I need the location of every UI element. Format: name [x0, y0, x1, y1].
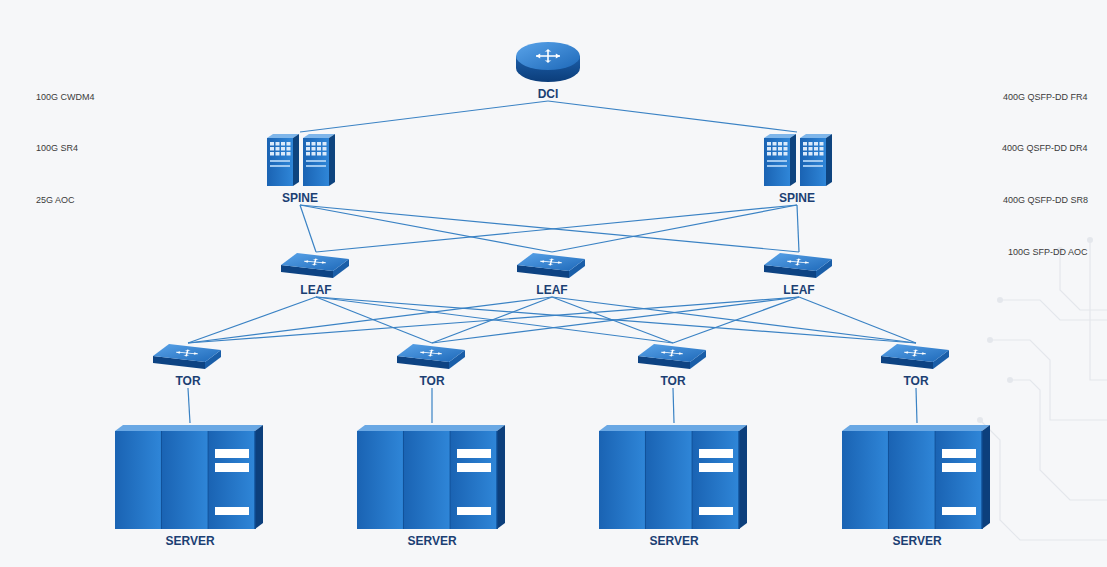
switch-icon [397, 343, 467, 371]
server-rack-icon [842, 423, 992, 531]
switch-icon [764, 252, 834, 280]
node-label: SERVER [407, 534, 456, 548]
network-link [188, 388, 190, 423]
network-link [548, 101, 797, 132]
network-link [300, 101, 548, 132]
node-label: SERVER [649, 534, 698, 548]
leaf-switch: LEAF [281, 252, 351, 297]
leaf-switch: LEAF [764, 252, 834, 297]
node-label: SPINE [282, 191, 318, 205]
node-label: SERVER [892, 534, 941, 548]
node-label: DCI [538, 87, 559, 101]
tor-switch: TOR [397, 343, 467, 388]
server-rack-icon [115, 423, 265, 531]
network-link [552, 297, 916, 343]
network-link [300, 205, 316, 252]
node-label: SPINE [779, 191, 815, 205]
tor-switch: TOR [638, 343, 708, 388]
network-link [188, 297, 316, 343]
server-rack-icon [357, 423, 507, 531]
module-type-label: 400G QSFP-DD SR8 [1003, 195, 1088, 206]
module-type-label: 25G AOC [36, 195, 75, 206]
server-rack-icon [599, 423, 749, 531]
switch-icon [517, 252, 587, 280]
network-link [552, 205, 797, 252]
node-label: TOR [419, 374, 444, 388]
server-rack: SERVER [357, 423, 507, 548]
leaf-switch: LEAF [517, 252, 587, 297]
switch-icon [881, 343, 951, 371]
module-type-label: 100G SFP-DD AOC [1008, 247, 1088, 258]
spine-switch: SPINE [265, 132, 335, 205]
network-link [316, 297, 916, 343]
network-link [797, 205, 799, 252]
network-link [316, 205, 797, 252]
node-label: TOR [175, 374, 200, 388]
node-label: TOR [903, 374, 928, 388]
node-label: LEAF [783, 283, 814, 297]
network-link [799, 297, 916, 343]
spine-switch: SPINE [762, 132, 832, 205]
spine-switch-icon [265, 132, 335, 188]
router-icon [514, 40, 582, 84]
network-link [916, 388, 917, 423]
switch-icon [281, 252, 351, 280]
node-label: TOR [660, 374, 685, 388]
network-link [188, 297, 799, 343]
server-rack: SERVER [115, 423, 265, 548]
tor-switch: TOR [153, 343, 223, 388]
module-type-label: 400G QSFP-DD DR4 [1002, 143, 1088, 154]
tor-switch: TOR [881, 343, 951, 388]
server-rack: SERVER [599, 423, 749, 548]
dci-router: DCI [514, 40, 582, 101]
node-label: LEAF [536, 283, 567, 297]
network-link [673, 388, 674, 423]
switch-icon [638, 343, 708, 371]
network-link [673, 297, 799, 343]
module-type-label: 400G QSFP-DD FR4 [1003, 92, 1088, 103]
network-link [300, 205, 799, 252]
spine-switch-icon [762, 132, 832, 188]
network-link [300, 205, 552, 252]
node-label: LEAF [300, 283, 331, 297]
network-link [431, 388, 432, 423]
node-label: SERVER [165, 534, 214, 548]
server-rack: SERVER [842, 423, 992, 548]
module-type-label: 100G SR4 [36, 143, 78, 154]
network-link [432, 297, 799, 343]
switch-icon [153, 343, 223, 371]
module-type-label: 100G CWDM4 [36, 92, 95, 103]
